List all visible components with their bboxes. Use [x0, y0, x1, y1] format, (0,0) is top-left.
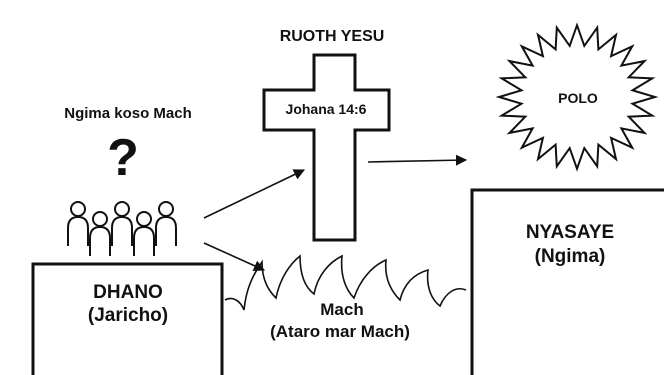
sun-icon — [495, 22, 659, 172]
top-title: RUOTH YESU — [279, 28, 385, 45]
question-mark: ? — [107, 129, 139, 187]
arrow-to-fire — [203, 242, 266, 271]
right-block — [470, 188, 664, 375]
left-block-subtitle: (Jaricho) — [87, 305, 169, 326]
left-block — [31, 262, 224, 375]
question-label: Ngima koso Mach — [64, 105, 192, 122]
arrow-to-sun — [367, 154, 468, 166]
fire-subtitle: (Ataro mar Mach) — [270, 322, 410, 341]
right-block-subtitle: (Ngima) — [534, 246, 606, 267]
sun-label: POLO — [558, 90, 598, 106]
cross-icon — [262, 53, 391, 242]
fire-title: Mach — [320, 300, 364, 319]
people-group-icon — [67, 201, 177, 256]
right-block-title: NYASAYE — [525, 222, 615, 243]
arrow-to-cross — [203, 169, 306, 219]
cross-label: Johana 14:6 — [285, 101, 367, 117]
left-block-title: DHANO — [93, 282, 163, 303]
